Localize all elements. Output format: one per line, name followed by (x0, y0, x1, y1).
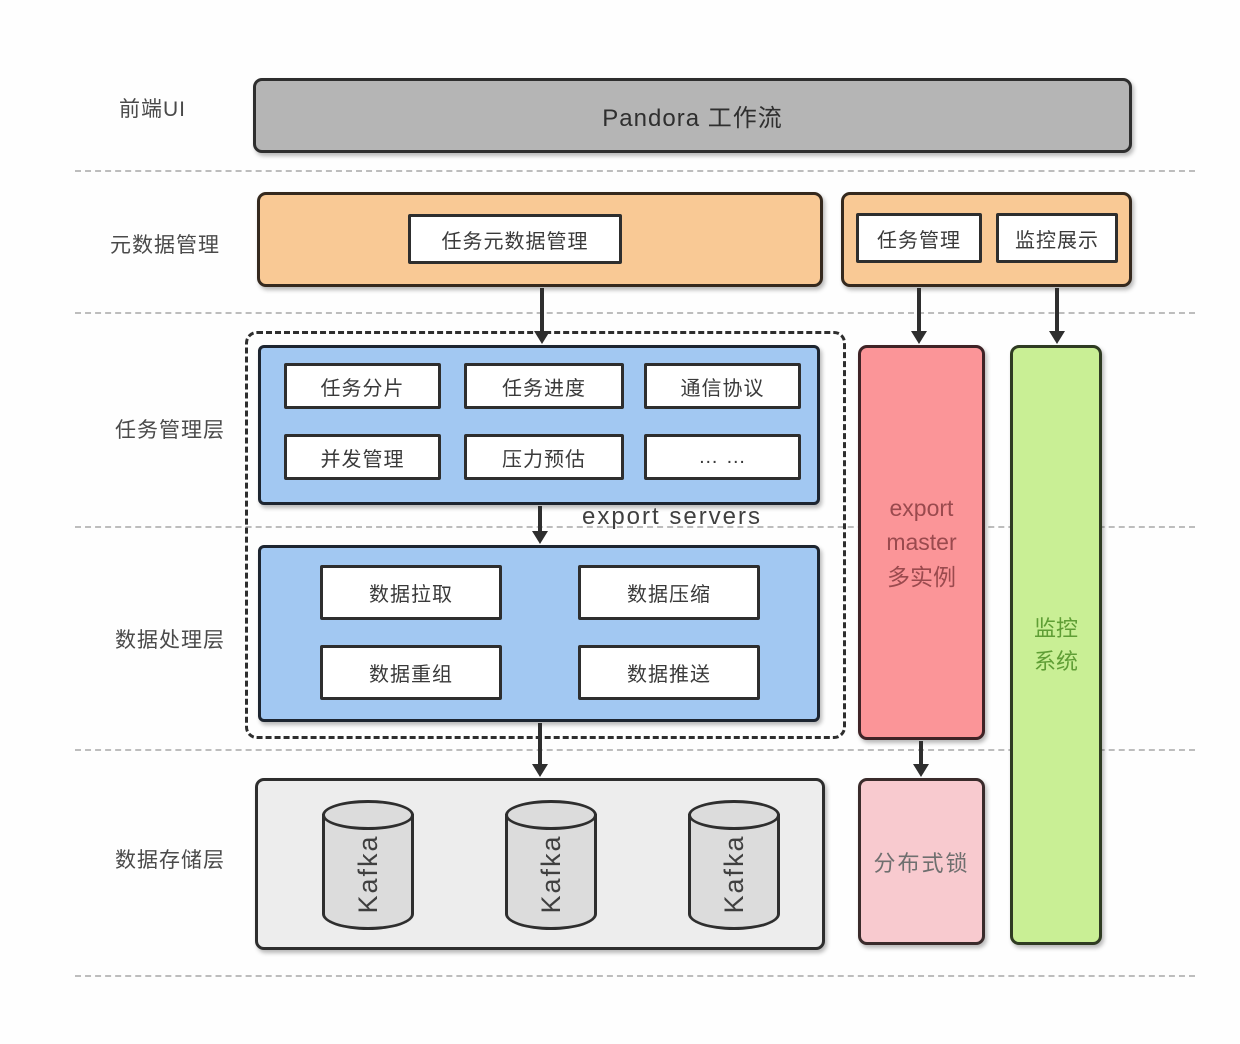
task-cell-sharding: 任务分片 (284, 363, 441, 409)
task-cell-ellipsis: … … (644, 434, 801, 480)
cylinder-top (505, 800, 597, 830)
process-cell-reorganize: 数据重组 (320, 645, 502, 700)
pandora-workflow-box: Pandora 工作流 (253, 78, 1132, 153)
task-cell-progress: 任务进度 (464, 363, 624, 409)
process-cell-pull: 数据拉取 (320, 565, 502, 620)
kafka-database-icon: Kafka (505, 800, 597, 930)
kafka-database-icon: Kafka (688, 800, 780, 930)
pandora-workflow-label: Pandora 工作流 (602, 105, 783, 132)
layer-separator-2 (75, 312, 1195, 314)
monitor-system-label: 监控 系统 (1033, 616, 1078, 674)
process-cell-compress: 数据压缩 (578, 565, 760, 620)
kafka-database-icon: Kafka (322, 800, 414, 930)
row-label-frontend: 前端UI (119, 98, 186, 121)
layer-separator-5 (75, 975, 1195, 977)
monitor-display-box: 监控展示 (996, 213, 1118, 263)
export-master-box: export master 多实例 (858, 345, 985, 740)
task-metadata-management-box: 任务元数据管理 (408, 214, 622, 264)
kafka-label: Kafka (535, 834, 566, 914)
row-label-metadata: 元数据管理 (110, 234, 220, 257)
layer-separator-3 (75, 526, 1195, 528)
row-label-task-layer: 任务管理层 (115, 419, 225, 442)
process-cell-push: 数据推送 (578, 645, 760, 700)
task-management-box: 任务管理 (856, 213, 982, 263)
arrow-down-icon-monitor-to-system (1049, 288, 1065, 344)
cylinder-body (688, 814, 780, 930)
cylinder-body (505, 814, 597, 930)
row-label-process-layer: 数据处理层 (115, 629, 225, 652)
export-servers-label: export servers (581, 503, 763, 530)
arrow-down-icon-process-to-storage (532, 723, 548, 777)
task-cell-protocol: 通信协议 (644, 363, 801, 409)
export-master-label: export master 多实例 (886, 494, 957, 590)
arrow-down-icon-taskmgmt-to-master (911, 288, 927, 344)
arrow-down-icon-task-to-process (532, 506, 548, 544)
layer-separator-4 (75, 749, 1195, 751)
cylinder-body (322, 814, 414, 930)
task-cell-concurrency: 并发管理 (284, 434, 441, 480)
cylinder-top (322, 800, 414, 830)
kafka-label: Kafka (352, 834, 383, 914)
task-cell-pressure: 压力预估 (464, 434, 624, 480)
cylinder-top (688, 800, 780, 830)
kafka-label: Kafka (718, 834, 749, 914)
monitor-system-box: 监控 系统 (1010, 345, 1102, 945)
distributed-lock-box: 分布式锁 (858, 778, 985, 945)
distributed-lock-label: 分布式锁 (873, 850, 970, 876)
arrow-down-icon-meta-to-task (534, 288, 550, 344)
row-label-storage-layer: 数据存储层 (115, 849, 225, 872)
arrow-down-icon-master-to-lock (913, 741, 929, 777)
layer-separator-1 (75, 170, 1195, 172)
